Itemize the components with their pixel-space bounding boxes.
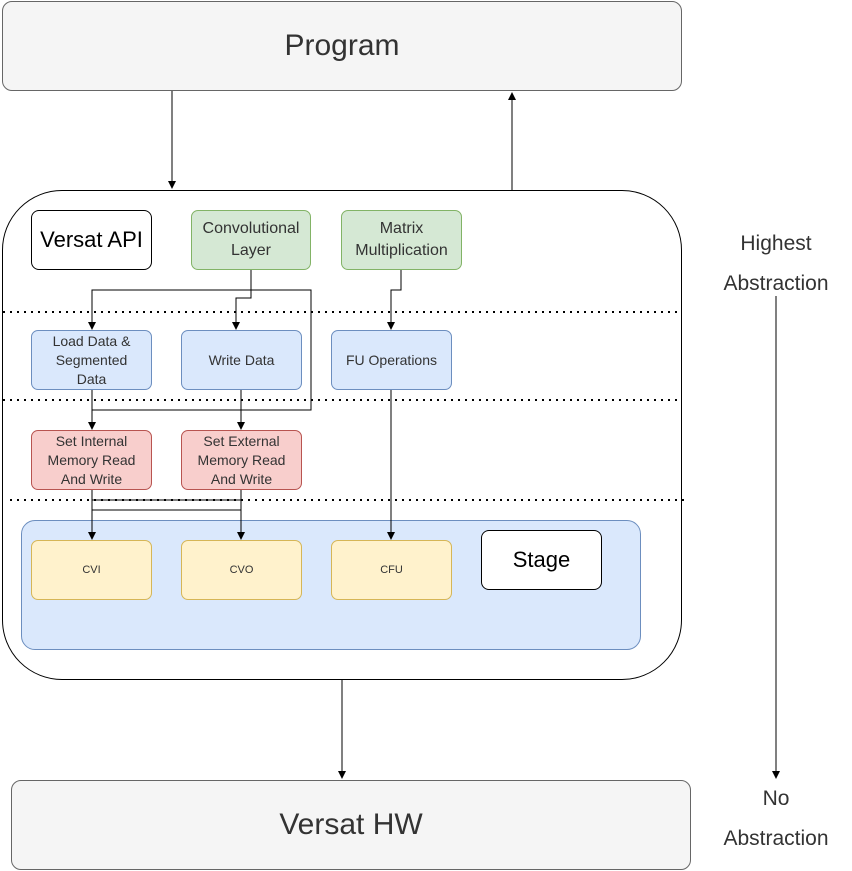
stage-label: Stage [512, 547, 571, 572]
no-line-2: Abstraction [723, 827, 829, 850]
no-line-1: No [762, 787, 790, 810]
no-abstraction-label: No Abstraction [706, 779, 846, 859]
set-external-memory-label: Set External Memory Read And Write [197, 432, 286, 487]
cvi-label: CVI [82, 564, 101, 576]
fu-operations-box: FU Operations [331, 330, 452, 390]
set-internal-memory-box: Set Internal Memory Read And Write [31, 430, 152, 490]
convolutional-layer-box: Convolutional Layer [191, 210, 311, 270]
write-data-box: Write Data [181, 330, 302, 390]
highest-line-1: Highest [740, 232, 812, 255]
highest-abstraction-label: Highest Abstraction [706, 224, 846, 304]
edge-conv-to-load [88, 270, 252, 330]
set-external-memory-box: Set External Memory Read And Write [181, 430, 302, 490]
write-data-label: Write Data [208, 351, 275, 368]
versat-hw-label: Versat HW [279, 808, 423, 841]
matrix-multiplication-label: Matrix Multiplication [355, 220, 448, 259]
set-internal-memory-label: Set Internal Memory Read And Write [47, 432, 136, 487]
versat-api-label: Versat API [40, 227, 143, 252]
versat-api-box: Versat API [31, 210, 152, 270]
versat-hw-box: Versat HW [11, 780, 691, 870]
highest-line-2: Abstraction [723, 272, 829, 295]
cfu-box: CFU [331, 540, 452, 600]
cvi-box: CVI [31, 540, 152, 600]
matrix-multiplication-box: Matrix Multiplication [341, 210, 462, 270]
edge-conv-bypass [92, 289, 312, 411]
edge-conv-to-write [232, 290, 252, 330]
cvo-label: CVO [229, 564, 254, 576]
stage-box: Stage [481, 530, 602, 590]
convolutional-layer-label: Convolutional Layer [202, 220, 300, 259]
load-data-label: Load Data & Segmented Data [52, 332, 131, 387]
cvo-box: CVO [181, 540, 302, 600]
program-box: Program [2, 1, 682, 91]
edge-matrix-to-fu [387, 270, 402, 330]
fu-operations-label: FU Operations [345, 351, 438, 368]
cfu-label: CFU [380, 564, 403, 576]
load-data-box: Load Data & Segmented Data [31, 330, 152, 390]
program-label: Program [284, 29, 400, 62]
